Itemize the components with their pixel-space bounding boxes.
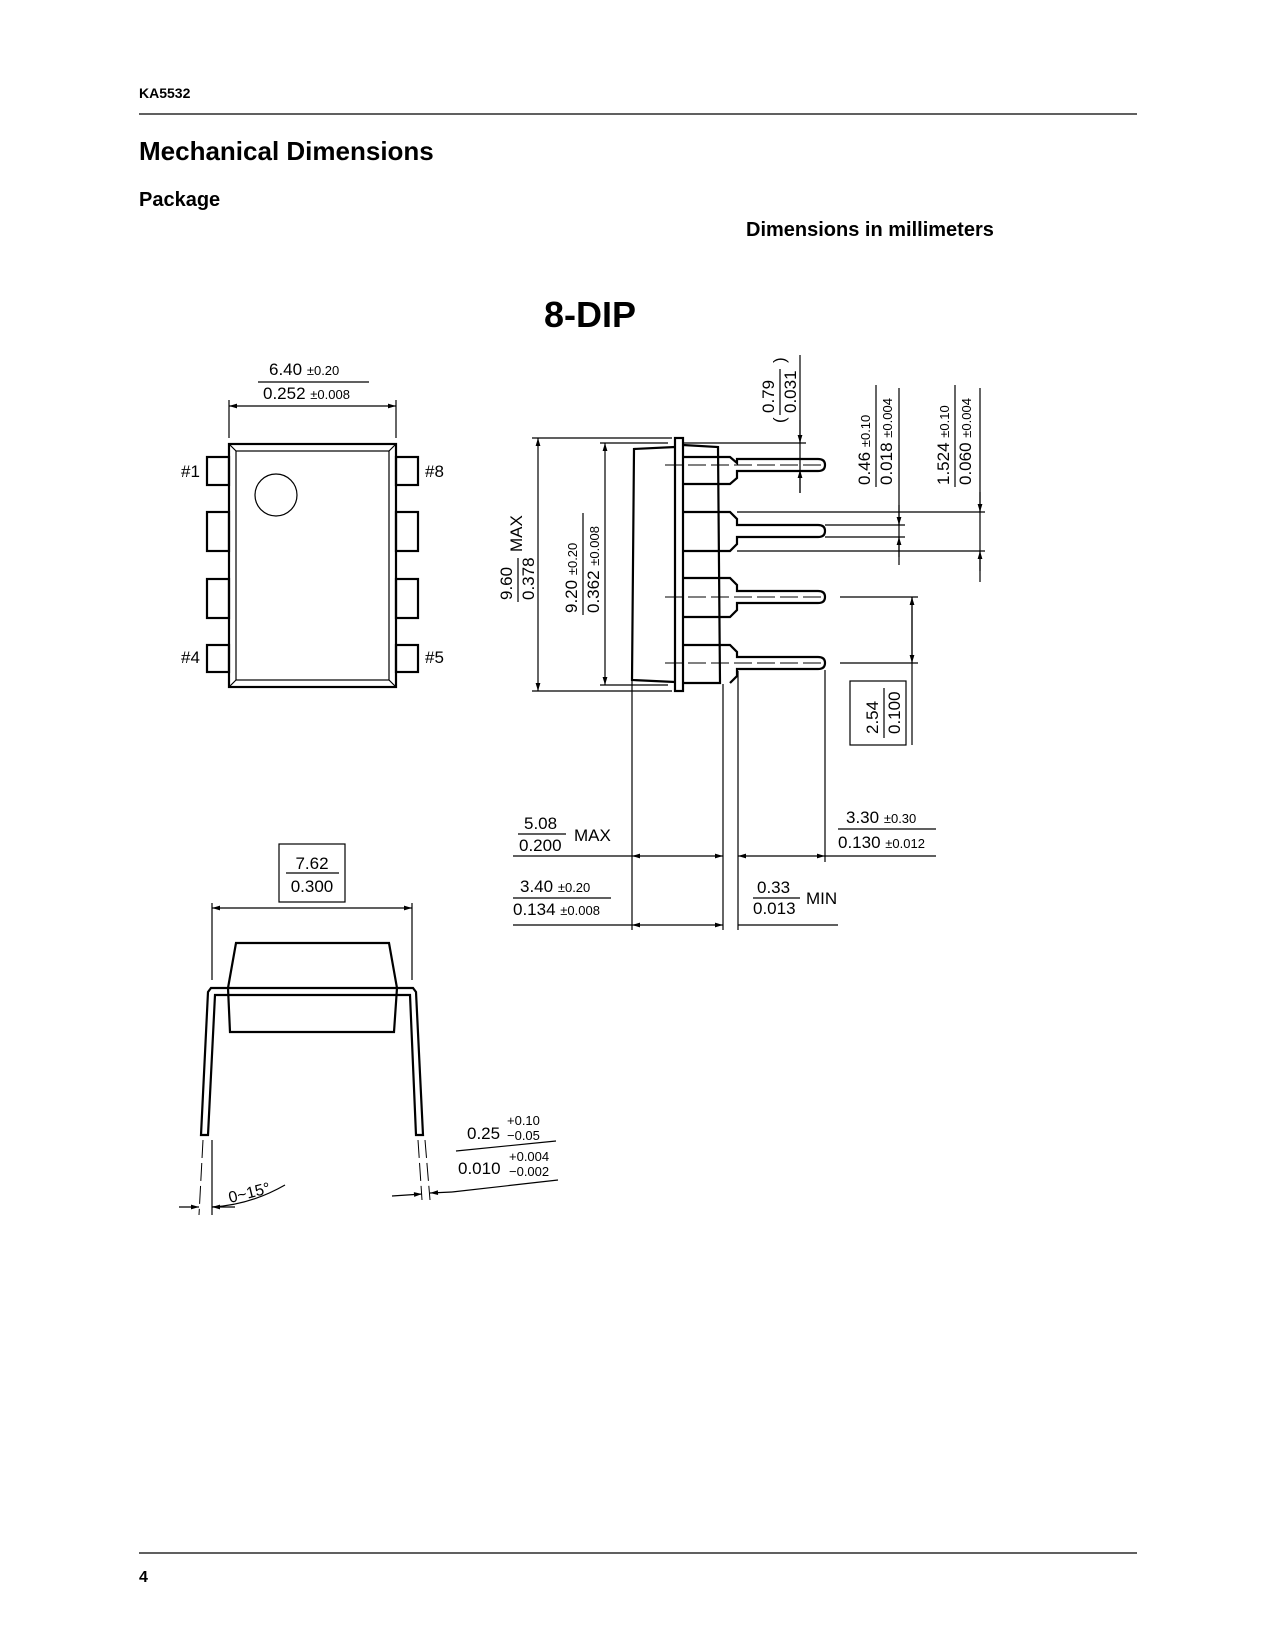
svg-text:0.362 ±0.008: 0.362 ±0.008 xyxy=(584,526,603,613)
body-width-mm: 6.40 ±0.20 xyxy=(269,360,339,379)
lead-thickness-in-minus: −0.002 xyxy=(509,1164,549,1179)
lead-length-mm: 3.30 ±0.30 xyxy=(846,808,916,827)
lead-length-in: 0.130 ±0.012 xyxy=(838,833,925,852)
pin8-label: #8 xyxy=(425,462,444,481)
body-width-in: 0.252 ±0.008 xyxy=(263,384,350,403)
standoff-qualifier: MIN xyxy=(806,889,837,908)
row-spacing-mm: 7.62 xyxy=(295,854,328,873)
lead-thickness-mm-minus: −0.05 xyxy=(507,1128,540,1143)
svg-text:0.100: 0.100 xyxy=(885,691,904,734)
lead-thickness-in-plus: +0.004 xyxy=(509,1149,549,1164)
page-title: Mechanical Dimensions xyxy=(139,136,434,166)
lead-width-label: 0.46 ±0.10 0.018 ±0.004 xyxy=(855,385,896,487)
body-height-in: 0.134 ±0.008 xyxy=(513,900,600,919)
lead-thickness-mm: 0.25 xyxy=(467,1124,500,1143)
svg-text:0.018 ±0.004: 0.018 ±0.004 xyxy=(877,398,896,485)
page-number: 4 xyxy=(139,1569,148,1586)
pin4-label: #4 xyxy=(181,648,200,667)
pin1-indicator xyxy=(254,473,298,517)
body-right xyxy=(682,443,722,685)
svg-text:0.79: 0.79 xyxy=(759,380,778,413)
front-view: 7.62 0.300 0~15° 0.25 +0.10 −0.05 0.010 … xyxy=(179,843,559,1216)
seated-height-qualifier: MAX xyxy=(574,826,611,845)
standoff-mm: 0.33 xyxy=(757,878,790,897)
leads xyxy=(683,455,827,684)
lead-thickness-mm-plus: +0.10 xyxy=(507,1113,540,1128)
package-name: 8-DIP xyxy=(544,294,636,335)
svg-text:0.46 ±0.10: 0.46 ±0.10 xyxy=(855,415,874,485)
svg-text:MAX: MAX xyxy=(507,515,526,552)
right-pins xyxy=(394,455,420,674)
pin5-label: #5 xyxy=(425,648,444,667)
package-body-inner xyxy=(235,450,390,681)
svg-text:9.60: 9.60 xyxy=(497,567,516,600)
row-spacing-in: 0.300 xyxy=(291,877,334,896)
svg-text:0.060 ±0.004: 0.060 ±0.004 xyxy=(956,398,975,485)
pitch-label: 2.54 0.100 xyxy=(863,688,904,738)
svg-text:): ) xyxy=(770,357,789,363)
units-note: Dimensions in millimeters xyxy=(746,219,994,241)
side-view: 9.60 0.378 MAX 9.20 ±0.20 0.362 ±0.008 (… xyxy=(497,355,985,930)
section-subtitle: Package xyxy=(139,189,220,211)
left-pins xyxy=(205,455,231,674)
svg-text:9.20 ±0.20: 9.20 ±0.20 xyxy=(562,543,581,613)
svg-text:2.54: 2.54 xyxy=(863,701,882,734)
seating-flange xyxy=(673,436,685,693)
top-view: #1 #4 #8 #5 6.40 ±0.20 0.252 ±0.008 xyxy=(181,360,444,689)
lead-thickness-in: 0.010 xyxy=(458,1159,501,1178)
shoulder-width-label: 1.524 ±0.10 0.060 ±0.004 xyxy=(934,385,975,487)
body-height-mm: 3.40 ±0.20 xyxy=(520,877,590,896)
standoff-in: 0.013 xyxy=(753,899,796,918)
seated-height-mm: 5.08 xyxy=(524,814,557,833)
lead-frame xyxy=(199,986,425,1137)
body-left xyxy=(630,445,676,684)
lead-angle-label: 0~15° xyxy=(227,1180,272,1207)
body-length-label: 9.20 ±0.20 0.362 ±0.008 xyxy=(562,513,603,615)
overall-length-label: 9.60 0.378 MAX xyxy=(497,515,538,602)
svg-text:1.524 ±0.10: 1.524 ±0.10 xyxy=(934,405,953,485)
svg-text:0.031: 0.031 xyxy=(781,370,800,413)
seated-height-in: 0.200 xyxy=(519,836,562,855)
row-spacing-box xyxy=(278,843,346,903)
package-body-outline xyxy=(227,442,398,689)
svg-text:0.378: 0.378 xyxy=(519,557,538,600)
svg-text:(: ( xyxy=(770,417,789,423)
pin1-label: #1 xyxy=(181,462,200,481)
end-pin-offset-label: ( 0.79 0.031 ) xyxy=(759,357,800,423)
part-number: KA5532 xyxy=(139,85,191,101)
pitch-box xyxy=(849,680,907,746)
